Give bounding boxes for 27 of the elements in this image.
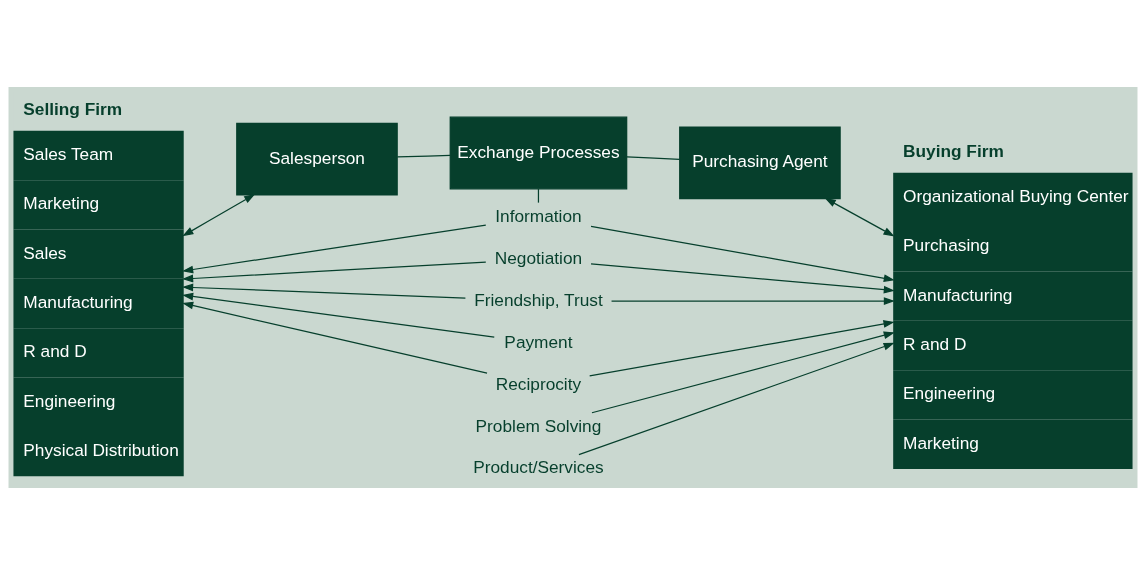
- connector: [396, 154, 451, 158]
- node-label: Selling Firm: [23, 99, 123, 120]
- node-text: Information: [495, 205, 582, 226]
- node-box: Purchasing Agent: [679, 126, 841, 200]
- arrow: [824, 197, 895, 237]
- arrow: [590, 225, 895, 283]
- arrow: [182, 224, 487, 274]
- arrow: [578, 342, 895, 456]
- arrow: [590, 263, 895, 294]
- arrow: [182, 292, 495, 338]
- arrow: [182, 261, 487, 283]
- node-text: Payment: [504, 331, 573, 352]
- node-text: Problem Solving: [475, 415, 602, 436]
- node-text: Negotiation: [494, 247, 583, 268]
- arrow: [182, 283, 466, 299]
- arrow: [589, 320, 895, 377]
- node-box: Exchange Processes: [449, 116, 628, 190]
- node-text: Product/Services: [473, 457, 604, 478]
- connector: [626, 156, 681, 160]
- arrow: [591, 331, 895, 414]
- node-box: Salesperson: [236, 122, 398, 196]
- arrow: [610, 297, 895, 305]
- node-text: Friendship, Trust: [474, 289, 603, 310]
- arrow: [182, 194, 256, 237]
- node-text: Reciprocity: [495, 373, 582, 394]
- node-label: Buying Firm: [903, 140, 1004, 161]
- arrow: [182, 301, 488, 374]
